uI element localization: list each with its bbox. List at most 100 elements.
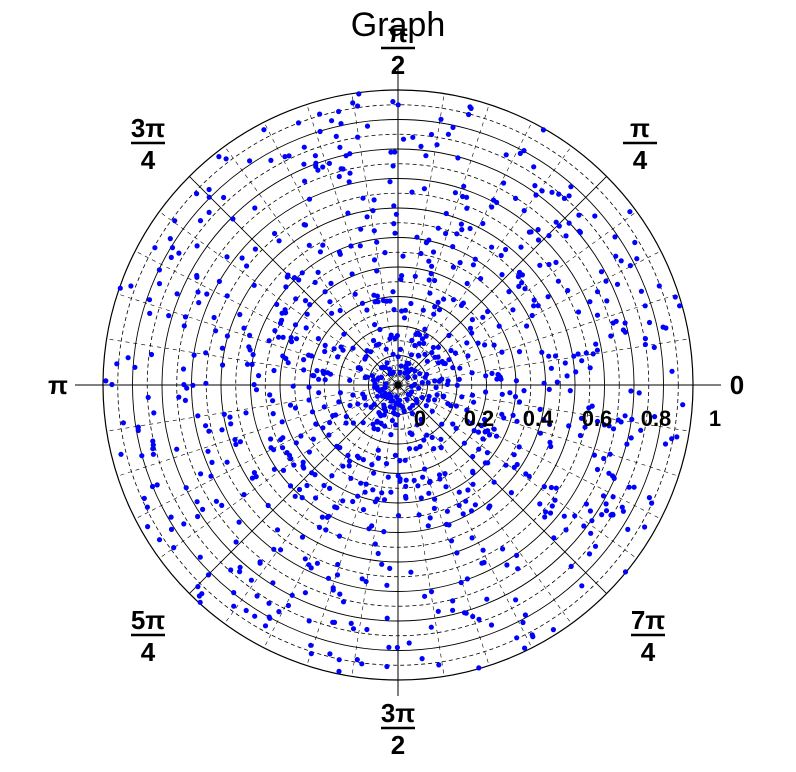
data-point <box>348 620 354 627</box>
data-point <box>416 385 422 391</box>
data-point <box>147 310 153 316</box>
data-point <box>476 616 482 622</box>
data-point <box>205 572 212 578</box>
data-point <box>391 221 397 227</box>
data-point <box>327 299 333 305</box>
angle-label-numerator: 5π <box>131 605 165 635</box>
data-point <box>470 262 476 268</box>
data-point <box>603 278 609 284</box>
data-point <box>213 328 219 334</box>
data-point <box>427 478 433 484</box>
data-point <box>402 457 408 463</box>
data-point <box>312 472 318 478</box>
data-point <box>422 374 428 380</box>
data-point <box>230 216 236 222</box>
data-point <box>372 499 378 505</box>
data-point <box>252 246 258 252</box>
data-point <box>435 344 441 350</box>
data-point <box>118 451 124 457</box>
data-point <box>443 210 449 217</box>
data-point <box>171 545 177 551</box>
data-point <box>320 242 326 248</box>
data-point <box>350 498 356 505</box>
data-point <box>464 280 470 287</box>
data-point <box>369 523 375 529</box>
data-point <box>464 194 470 200</box>
data-point <box>438 436 444 442</box>
data-point <box>416 353 422 359</box>
data-point <box>561 513 567 519</box>
data-point <box>511 464 517 470</box>
data-point <box>228 421 234 427</box>
data-point <box>581 523 587 529</box>
data-point <box>550 627 557 633</box>
data-point <box>430 344 436 351</box>
data-point <box>573 369 579 375</box>
data-point <box>482 342 488 348</box>
data-point <box>601 455 607 462</box>
data-point <box>594 347 601 353</box>
data-point <box>323 527 329 533</box>
data-point <box>406 640 412 646</box>
data-point <box>403 483 409 489</box>
data-point <box>548 443 554 450</box>
data-point <box>674 434 680 440</box>
data-point <box>489 244 495 250</box>
data-point <box>599 511 605 518</box>
data-point <box>345 210 351 216</box>
data-point <box>182 314 189 320</box>
data-point <box>317 128 323 135</box>
data-point <box>390 163 396 169</box>
data-point <box>609 473 616 479</box>
data-point <box>677 303 683 309</box>
data-point <box>458 579 464 586</box>
data-point <box>636 390 642 396</box>
data-point <box>545 294 551 300</box>
data-point <box>261 127 267 133</box>
data-point <box>555 278 562 284</box>
data-point <box>646 319 653 326</box>
data-point <box>306 397 312 403</box>
data-point <box>194 499 200 505</box>
angle-label-denominator: 4 <box>633 145 648 175</box>
data-point <box>359 576 365 582</box>
data-point <box>549 189 555 195</box>
data-point <box>256 373 262 379</box>
data-point <box>338 121 344 127</box>
data-point <box>566 193 572 199</box>
grid-spoke <box>189 384 399 594</box>
data-point <box>612 234 618 240</box>
data-point <box>252 205 258 211</box>
data-point <box>642 336 649 342</box>
data-point <box>195 289 201 295</box>
data-point <box>325 575 332 581</box>
data-point <box>387 179 393 185</box>
data-point <box>397 397 403 403</box>
radial-tick-label: 0 <box>414 406 426 431</box>
data-point <box>583 501 590 507</box>
data-point <box>327 651 333 657</box>
data-point <box>395 102 401 108</box>
angle-label-a225: 5π4 <box>131 605 165 667</box>
data-point <box>284 450 290 456</box>
data-point <box>251 470 257 476</box>
data-point <box>614 281 621 287</box>
data-point <box>522 645 528 651</box>
data-point <box>472 502 478 508</box>
data-point <box>326 513 332 519</box>
data-point <box>482 429 488 435</box>
data-point <box>293 296 299 302</box>
radial-tick-label: 1 <box>709 406 721 431</box>
data-point <box>448 538 455 544</box>
data-point <box>237 564 243 570</box>
data-point <box>669 436 675 442</box>
data-point <box>149 483 156 490</box>
data-point <box>438 445 444 451</box>
data-point <box>586 551 593 557</box>
data-point <box>567 388 573 394</box>
data-point <box>409 337 415 343</box>
data-point <box>301 161 307 167</box>
data-point <box>278 547 284 553</box>
data-point <box>283 284 289 290</box>
data-point <box>448 347 454 354</box>
